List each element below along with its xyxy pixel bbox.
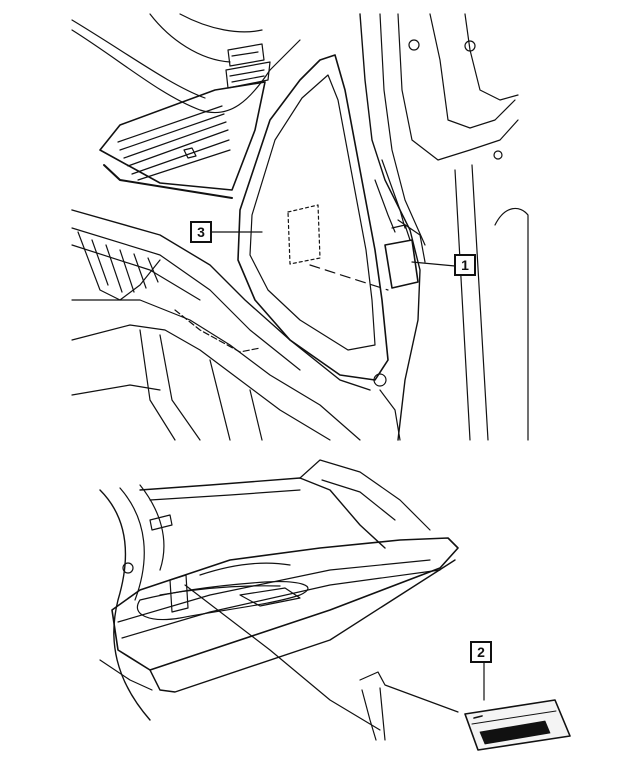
callout-1-label: 1 bbox=[461, 257, 469, 273]
callout-1: 1 bbox=[454, 254, 476, 276]
callout-2: 2 bbox=[470, 641, 492, 663]
callout-2-label: 2 bbox=[477, 644, 485, 660]
upper-view bbox=[71, 13, 529, 441]
callout-3: 3 bbox=[190, 221, 212, 243]
callout-3-label: 3 bbox=[197, 224, 205, 240]
lower-view bbox=[99, 459, 571, 751]
